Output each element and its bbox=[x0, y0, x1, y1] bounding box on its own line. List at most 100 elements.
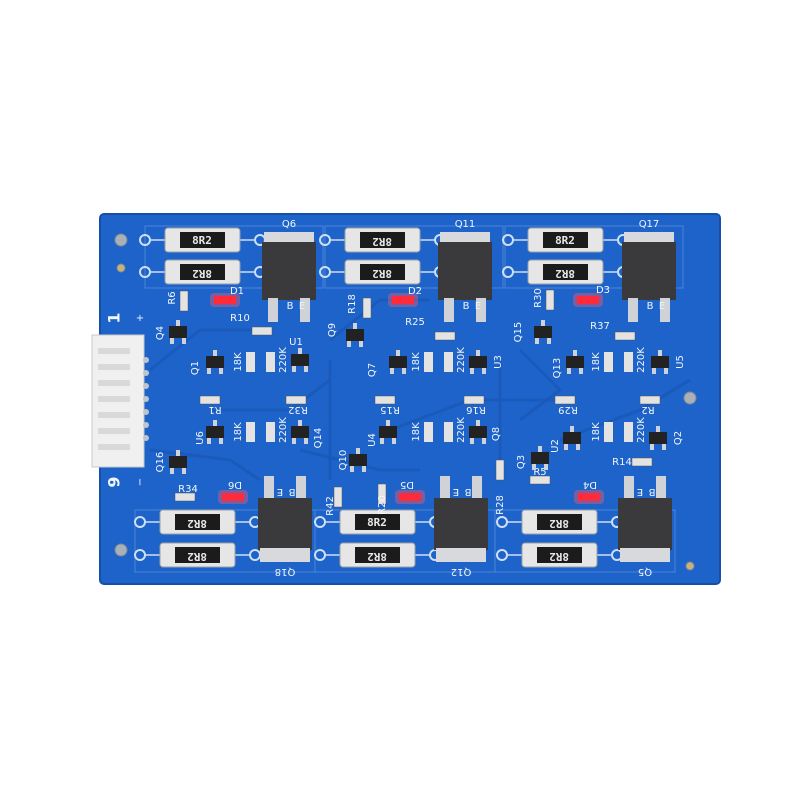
transistor-lead bbox=[579, 368, 583, 374]
transistor-lead bbox=[402, 368, 406, 374]
sot23-transistor bbox=[534, 326, 552, 338]
transistor-lead bbox=[304, 438, 308, 444]
transistor-lead bbox=[658, 350, 662, 356]
transistor-label: U2 bbox=[550, 439, 561, 453]
smd-resistor bbox=[362, 297, 372, 319]
smd-resistor bbox=[333, 486, 343, 508]
resistor-marking: 8R2 bbox=[549, 550, 569, 563]
sot23-transistor bbox=[206, 356, 224, 368]
resistor-body bbox=[175, 547, 220, 563]
sot23-transistor bbox=[169, 456, 187, 468]
resistor-marking: 8R2 bbox=[372, 235, 392, 248]
connector-slot bbox=[98, 412, 130, 418]
transistor-lead bbox=[532, 464, 536, 470]
smd-resistor bbox=[246, 352, 255, 372]
transistor-label: Q2 bbox=[673, 431, 684, 445]
smd-resistor bbox=[174, 492, 196, 502]
mosfet-tab bbox=[260, 548, 310, 562]
via-pad bbox=[134, 516, 146, 528]
mounting-hole bbox=[114, 233, 128, 247]
sot23-transistor bbox=[291, 426, 309, 438]
copper-trace bbox=[299, 448, 420, 472]
sot23-transistor bbox=[469, 356, 487, 368]
transistor-lead bbox=[470, 368, 474, 374]
resistor-label: R16 bbox=[466, 404, 486, 415]
smd-resistor bbox=[554, 395, 576, 405]
sot23-transistor bbox=[563, 432, 581, 444]
pin-label-e: E bbox=[659, 301, 665, 312]
value-label-220k: 220K bbox=[278, 347, 289, 373]
connector-pin bbox=[143, 383, 149, 389]
mosfet-body bbox=[258, 498, 312, 550]
transistor-lead bbox=[213, 420, 217, 426]
resistor-body bbox=[180, 232, 225, 248]
value-label-220k: 220K bbox=[636, 347, 647, 373]
transistor-lead bbox=[652, 368, 656, 374]
resistor-label: R1 bbox=[208, 404, 221, 415]
transistor-lead bbox=[392, 438, 396, 444]
transistor-label: Q8 bbox=[491, 427, 502, 441]
smd-resistor bbox=[266, 352, 275, 372]
transistor-label: Q13 bbox=[552, 358, 563, 379]
resistor-body bbox=[360, 264, 405, 280]
resistor-label: R20 bbox=[377, 495, 388, 515]
transistor-lead bbox=[664, 368, 668, 374]
mounting-hole bbox=[683, 391, 697, 405]
pin-label-b: B bbox=[648, 486, 655, 497]
smd-resistor bbox=[179, 290, 189, 312]
resistor-body bbox=[537, 514, 582, 530]
transistor-lead bbox=[380, 438, 384, 444]
transistor-label: Q4 bbox=[155, 326, 166, 340]
copper-trace bbox=[518, 348, 563, 422]
mosfet-label: Q5 bbox=[638, 566, 652, 577]
pin-label-e: E bbox=[299, 301, 305, 312]
smd-resistor bbox=[266, 422, 275, 442]
connector-pin bbox=[143, 435, 149, 441]
mosfet-tab bbox=[620, 548, 670, 562]
resistor-label: R32 bbox=[288, 404, 308, 415]
value-label-220k: 220K bbox=[456, 417, 467, 443]
transistor-lead bbox=[573, 350, 577, 356]
resistor-marking: 8R2 bbox=[187, 550, 207, 563]
led-label: D5 bbox=[400, 479, 414, 490]
mosfet-label: Q17 bbox=[639, 219, 660, 230]
value-label-18k: 18K bbox=[591, 422, 602, 442]
resistor-label: R18 bbox=[347, 294, 358, 314]
via-pad bbox=[314, 516, 326, 528]
mounting-hole bbox=[685, 561, 695, 571]
pin-label-e: E bbox=[475, 301, 481, 312]
pin-label-b: B bbox=[647, 301, 654, 312]
resistor-marking: 8R2 bbox=[367, 550, 387, 563]
smd-resistor bbox=[434, 331, 456, 341]
sot23-transistor bbox=[651, 356, 669, 368]
smd-resistor bbox=[631, 457, 653, 467]
transistor-label: Q9 bbox=[327, 323, 338, 337]
transistor-lead bbox=[207, 368, 211, 374]
pin-label-b: B bbox=[287, 301, 294, 312]
sot23-transistor bbox=[349, 454, 367, 466]
smd-resistor bbox=[529, 475, 551, 485]
smd-resistor bbox=[604, 422, 613, 442]
mosfet-lead bbox=[628, 298, 638, 322]
transistor-lead bbox=[564, 444, 568, 450]
mosfet-lead bbox=[296, 476, 306, 500]
pin-1-label: 1 bbox=[105, 312, 124, 323]
pin-label-e: E bbox=[453, 486, 459, 497]
transistor-lead bbox=[656, 426, 660, 432]
connector-slot bbox=[98, 444, 130, 450]
mosfet-lead bbox=[472, 476, 482, 500]
pin-label-e: E bbox=[637, 486, 643, 497]
smd-resistor bbox=[246, 422, 255, 442]
value-label-220k: 220K bbox=[278, 417, 289, 443]
mosfet-label: Q11 bbox=[455, 219, 476, 230]
resistor-body bbox=[180, 264, 225, 280]
sot23-transistor bbox=[206, 426, 224, 438]
via-pad bbox=[502, 266, 514, 278]
value-label-18k: 18K bbox=[233, 352, 244, 372]
via-pad bbox=[139, 266, 151, 278]
value-label-220k: 220K bbox=[456, 347, 467, 373]
sot23-transistor bbox=[379, 426, 397, 438]
transistor-lead bbox=[304, 366, 308, 372]
transistor-lead bbox=[292, 438, 296, 444]
